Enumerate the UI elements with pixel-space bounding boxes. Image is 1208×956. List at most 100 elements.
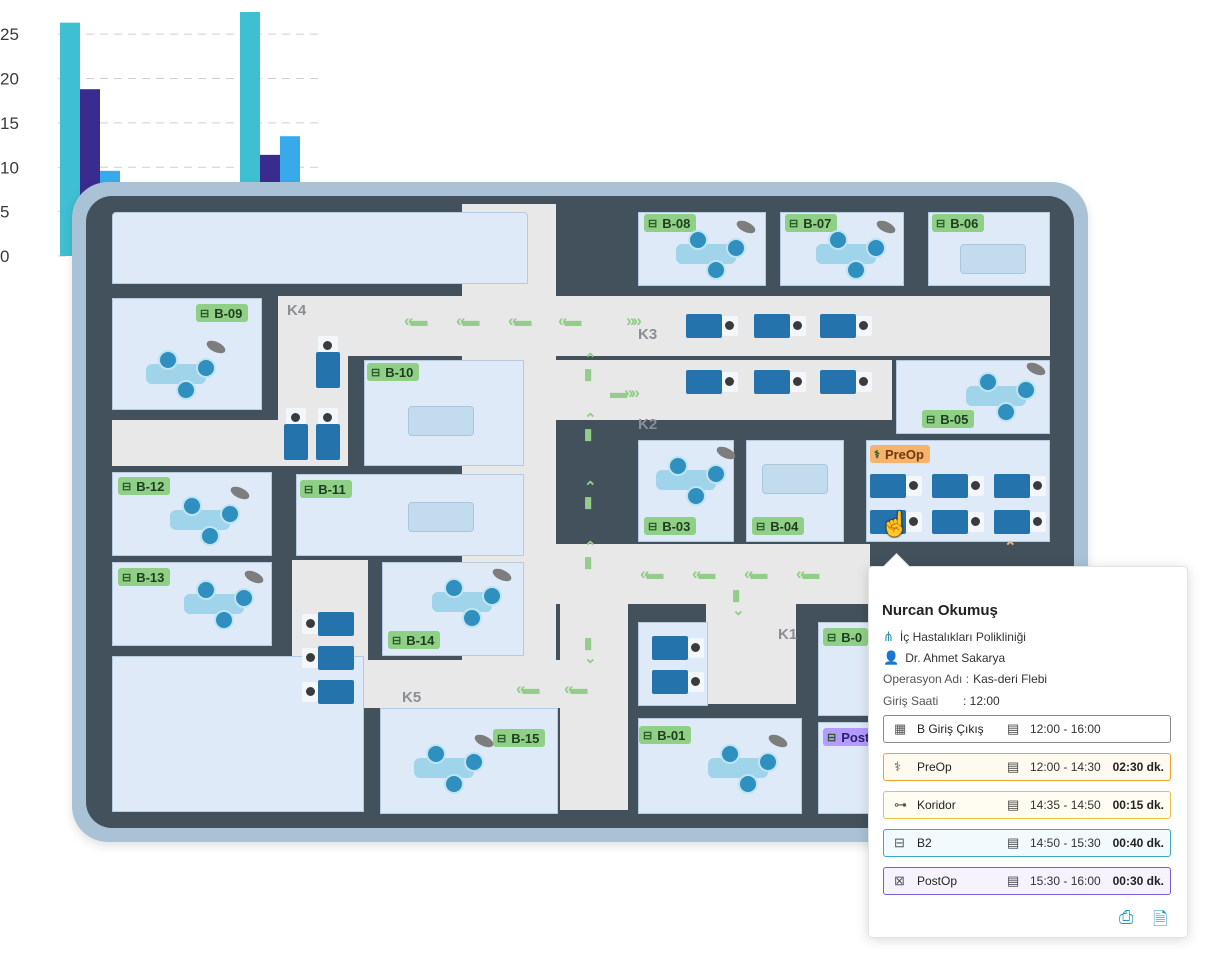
step-b2[interactable]: ⊟ B2 ▤ 14:50 - 15:30 00:40 dk. <box>883 829 1171 857</box>
bed-icon: ⊟ <box>789 217 799 230</box>
patient-bed[interactable] <box>932 510 984 534</box>
empty-bed[interactable] <box>960 244 1026 274</box>
patient-bed[interactable] <box>994 510 1046 534</box>
patient-bed[interactable] <box>820 314 872 338</box>
doctor-icon: ⚕ <box>874 448 880 461</box>
patient-bed[interactable] <box>820 370 872 394</box>
operating-table[interactable] <box>810 218 898 280</box>
room-tag-b08[interactable]: ⊟B-08 <box>644 214 697 232</box>
flow-arrow: «▬ <box>456 311 480 330</box>
room-tag-b10[interactable]: ⊟B-10 <box>367 363 420 381</box>
operating-table[interactable] <box>178 568 266 630</box>
building-icon: ▦ <box>894 721 907 736</box>
patient-bed[interactable] <box>932 474 984 498</box>
step-koridor[interactable]: ⊶ Koridor ▤ 14:35 - 14:50 00:15 dk. <box>883 791 1171 819</box>
bed-icon: ⊟ <box>827 631 837 644</box>
recovery-icon: ⊠ <box>894 873 905 888</box>
zone-label-k2: K2 <box>638 416 658 433</box>
room-top-left[interactable] <box>112 212 528 284</box>
calendar-icon: ▤ <box>1007 835 1020 850</box>
room-tag-b04[interactable]: ⊟B-04 <box>752 517 805 535</box>
patient-bed[interactable] <box>754 370 806 394</box>
recovery-bed-icon: ⊟ <box>827 731 837 744</box>
patient-bed-selected[interactable] <box>870 510 922 534</box>
room-tag-b13[interactable]: ⊟B-13 <box>118 568 171 586</box>
print-icon[interactable]: ⎙ <box>1119 907 1134 927</box>
flow-arrow: «▬ <box>564 679 588 698</box>
patient-bed[interactable] <box>754 314 806 338</box>
flow-arrow: ⌃▮ <box>584 351 597 383</box>
corridor-k4-left <box>112 420 282 466</box>
patient-bed[interactable] <box>316 408 340 460</box>
room-tag-b12[interactable]: ⊟B-12 <box>118 477 171 495</box>
patient-bed[interactable] <box>306 646 354 670</box>
step-b-giris-cikis[interactable]: ▦ B Giriş Çıkış ▤ 12:00 - 16:00 <box>883 715 1171 743</box>
room-tag-b03[interactable]: ⊟B-03 <box>644 517 697 535</box>
patient-bed[interactable] <box>686 370 738 394</box>
doctor-icon: 👤 <box>883 650 900 665</box>
stretcher-icon: ⊶ <box>894 797 907 812</box>
operating-table[interactable] <box>650 444 738 506</box>
room-tag-b09[interactable]: ⊟B-09 <box>196 304 249 322</box>
flow-arrow: «▬ <box>508 311 532 330</box>
operating-table[interactable] <box>140 338 228 400</box>
bed-icon: ⊟ <box>392 634 402 647</box>
operating-table[interactable] <box>960 360 1048 422</box>
flow-arrow: ▮⌄ <box>584 635 597 667</box>
operation-label: Operasyon Adı : <box>883 672 970 686</box>
operating-table[interactable] <box>670 218 758 280</box>
flow-arrow: «▬ <box>640 564 664 583</box>
patient-name: Nurcan Okumuş <box>882 602 998 619</box>
patient-bed[interactable] <box>306 612 354 636</box>
room-tag-b14[interactable]: ⊟B-14 <box>388 631 441 649</box>
corridor-k3 <box>278 296 1050 356</box>
y-tick-label: 25 <box>0 25 19 44</box>
doctor-row: 👤 Dr. Ahmet Sakarya <box>883 650 1005 666</box>
room-tag-b01[interactable]: ⊟B-01 <box>639 726 692 744</box>
patient-bed[interactable] <box>686 314 738 338</box>
flow-arrow: «▬ <box>516 679 540 698</box>
department-name: İç Hastalıkları Polikliniği <box>899 630 1026 644</box>
patient-bed[interactable] <box>306 680 354 704</box>
step-postop[interactable]: ⊠ PostOp ▤ 15:30 - 16:00 00:30 dk. <box>883 867 1171 895</box>
flow-arrow: «▬ <box>796 564 820 583</box>
document-search-icon[interactable]: 🗎 <box>1153 909 1168 929</box>
y-tick-label: 15 <box>0 114 19 133</box>
room-b15[interactable] <box>380 708 558 814</box>
patient-bed[interactable] <box>994 474 1046 498</box>
empty-bed[interactable] <box>408 406 474 436</box>
bed-icon: ⊟ <box>200 307 210 320</box>
room-tag-b07[interactable]: ⊟B-07 <box>785 214 838 232</box>
y-tick-label: 0 <box>0 247 9 266</box>
operating-table[interactable] <box>408 732 496 794</box>
operation-value: Kas-deri Flebi <box>973 672 1048 686</box>
room-tag-b15[interactable]: ⊟B-15 <box>493 729 546 747</box>
patient-bed[interactable] <box>870 474 922 498</box>
bar[interactable] <box>60 22 80 256</box>
doctor-name: Dr. Ahmet Sakarya <box>905 651 1006 665</box>
patient-bed[interactable] <box>316 336 340 388</box>
room-tag-postop[interactable]: ⊟Post <box>823 728 876 746</box>
operating-table[interactable] <box>426 566 514 628</box>
bed-icon: ⊟ <box>648 217 658 230</box>
patient-bed[interactable] <box>652 636 704 660</box>
room-tag-b11[interactable]: ⊟B-11 <box>300 480 352 498</box>
room-tag-b02[interactable]: ⊟B-0 <box>823 628 869 646</box>
step-preop[interactable]: ⚕ PreOp ▤ 12:00 - 14:30 02:30 dk. <box>883 753 1171 781</box>
bed-icon: ⊟ <box>936 217 946 230</box>
bed-icon: ⊟ <box>643 729 653 742</box>
flow-arrow: «▬ <box>692 564 716 583</box>
flow-arrow: ⌃ <box>1004 539 1017 556</box>
empty-bed[interactable] <box>762 464 828 494</box>
operating-table[interactable] <box>702 732 790 794</box>
patient-bed[interactable] <box>284 408 308 460</box>
patient-bed[interactable] <box>652 670 704 694</box>
surgery-icon: ⊟ <box>894 835 905 850</box>
room-tag-preop[interactable]: ⚕PreOp <box>870 445 930 463</box>
zone-label-k1: K1 <box>778 626 798 643</box>
flow-arrow: »» <box>626 311 642 330</box>
room-tag-b06[interactable]: ⊟B-06 <box>932 214 985 232</box>
empty-bed[interactable] <box>408 502 474 532</box>
room-tag-b05[interactable]: ⊟B-05 <box>922 410 975 428</box>
operating-table[interactable] <box>164 484 252 546</box>
